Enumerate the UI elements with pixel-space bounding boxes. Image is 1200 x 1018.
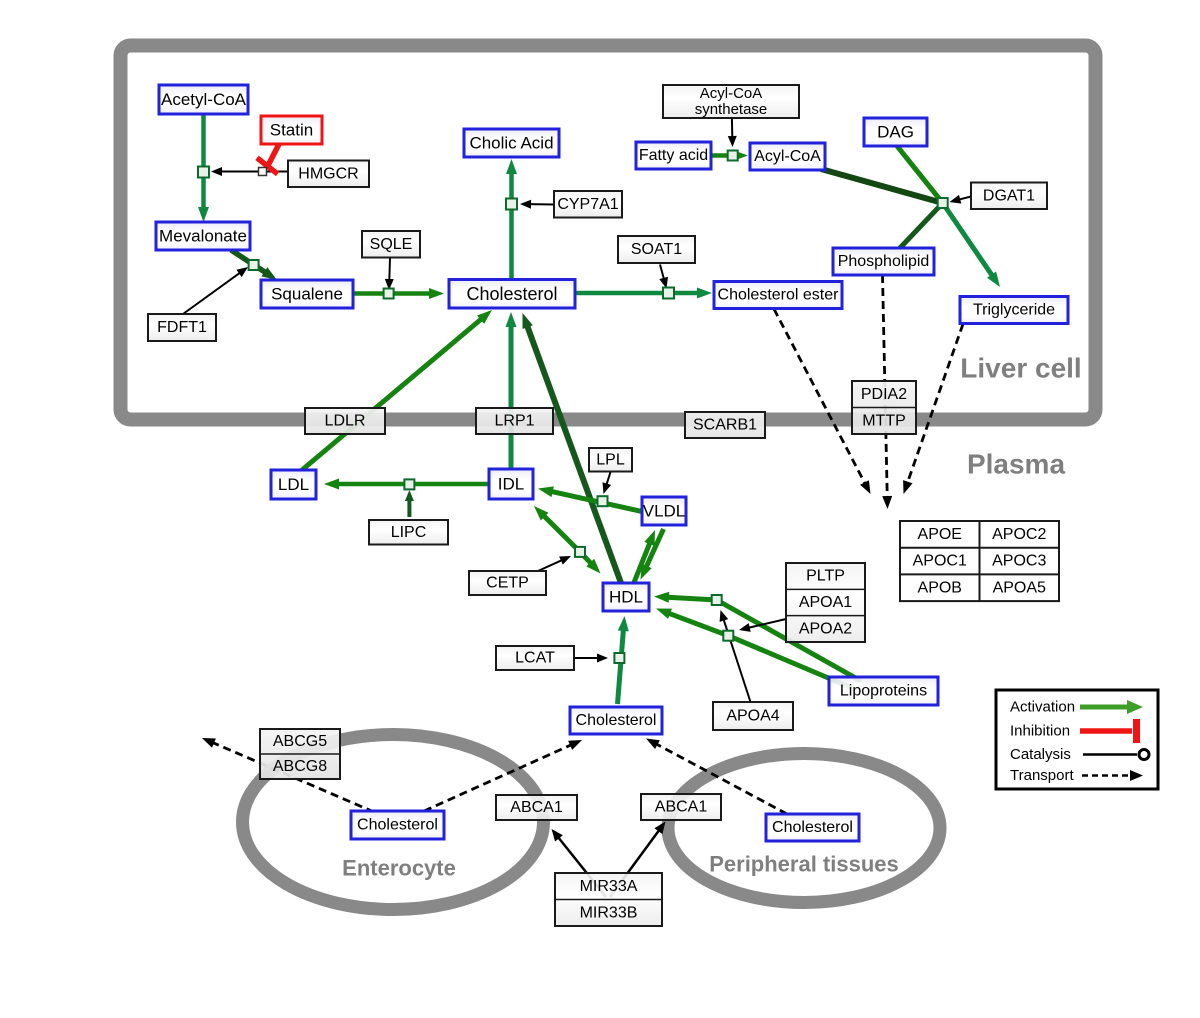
svg-text:APOE: APOE [918,526,962,543]
svg-text:SQLE: SQLE [370,236,413,253]
svg-text:CYP7A1: CYP7A1 [557,196,618,213]
svg-text:LIPC: LIPC [391,524,427,541]
svg-text:Peripheral tissues: Peripheral tissues [709,852,899,877]
svg-text:ABCA1: ABCA1 [655,799,708,816]
svg-text:LCAT: LCAT [515,650,555,667]
svg-text:Lipoproteins: Lipoproteins [840,683,927,700]
svg-text:MIR33B: MIR33B [580,904,638,921]
svg-text:DGAT1: DGAT1 [983,187,1035,204]
svg-text:Phospholipid: Phospholipid [838,253,930,270]
svg-text:HMGCR: HMGCR [298,165,358,182]
svg-text:LPL: LPL [596,451,625,468]
svg-text:PDIA2: PDIA2 [861,386,907,403]
svg-text:APOC3: APOC3 [992,553,1046,570]
svg-text:SCARB1: SCARB1 [693,417,757,434]
svg-text:IDL: IDL [498,475,524,494]
svg-text:LDL: LDL [278,475,309,494]
svg-text:Triglyceride: Triglyceride [973,302,1055,319]
svg-text:Inhibition: Inhibition [1010,723,1070,740]
svg-text:Cholesterol ester: Cholesterol ester [718,287,840,304]
svg-text:APOA5: APOA5 [993,579,1046,596]
svg-text:Cholesterol: Cholesterol [357,817,438,834]
svg-text:APOB: APOB [918,579,962,596]
svg-text:SOAT1: SOAT1 [631,241,682,258]
svg-text:ABCG8: ABCG8 [273,758,327,775]
svg-text:Plasma: Plasma [967,449,1065,480]
svg-text:CETP: CETP [486,575,529,592]
svg-text:Fatty acid: Fatty acid [639,147,708,164]
svg-text:Cholesterol: Cholesterol [772,819,853,836]
svg-text:APOA4: APOA4 [726,708,779,725]
svg-text:Transport: Transport [1010,767,1074,784]
svg-text:Cholesterol: Cholesterol [466,284,557,304]
svg-text:ABCG5: ABCG5 [273,733,327,750]
svg-text:Enterocyte: Enterocyte [342,856,456,881]
svg-text:Acyl-CoA: Acyl-CoA [754,148,821,165]
svg-text:Statin: Statin [270,121,313,140]
svg-text:HDL: HDL [609,588,643,607]
svg-text:Catalysis: Catalysis [1010,746,1071,763]
svg-text:Activation: Activation [1010,699,1075,716]
svg-text:Mevalonate: Mevalonate [159,227,247,246]
svg-text:Cholesterol: Cholesterol [576,712,657,729]
svg-text:APOA2: APOA2 [799,620,852,637]
svg-text:MIR33A: MIR33A [580,878,638,895]
svg-text:LRP1: LRP1 [494,413,534,430]
svg-text:ABCA1: ABCA1 [510,799,563,816]
svg-text:synthetase: synthetase [695,101,768,118]
svg-text:PLTP: PLTP [806,568,845,585]
svg-text:APOC1: APOC1 [913,553,967,570]
svg-text:LDLR: LDLR [325,413,366,430]
svg-text:Liver cell: Liver cell [960,353,1081,384]
svg-text:Squalene: Squalene [271,285,343,304]
svg-text:FDFT1: FDFT1 [157,319,207,336]
svg-text:APOA1: APOA1 [799,594,852,611]
svg-text:MTTP: MTTP [862,412,906,429]
svg-text:Acetyl-CoA: Acetyl-CoA [161,90,247,109]
svg-text:Acyl-CoA: Acyl-CoA [700,85,763,102]
svg-text:APOC2: APOC2 [992,526,1046,543]
svg-text:VLDL: VLDL [643,502,686,521]
svg-text:DAG: DAG [877,123,914,142]
svg-text:Cholic Acid: Cholic Acid [469,134,553,153]
